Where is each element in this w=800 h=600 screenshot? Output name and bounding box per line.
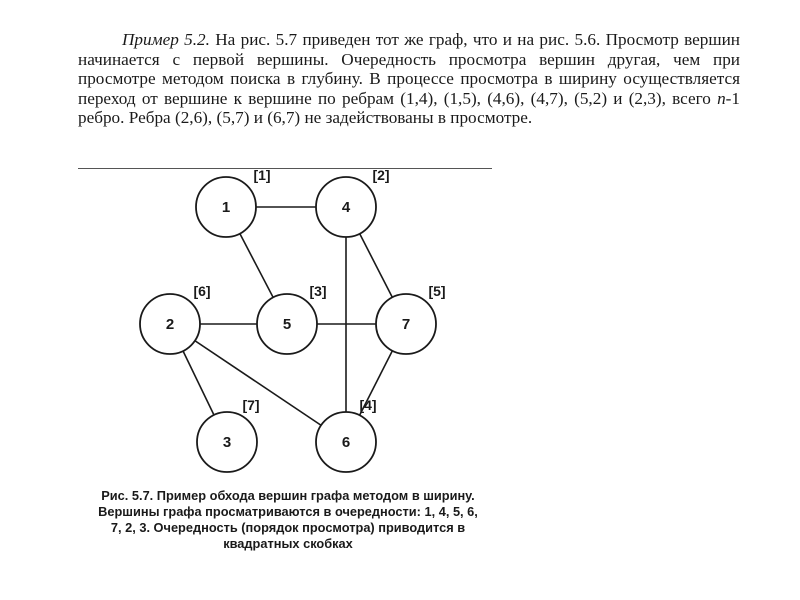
- caption-line-3: 7, 2, 3. Очередность (порядок просмотра)…: [110, 520, 466, 535]
- graph-node-3: [196, 411, 258, 473]
- graph-order-label-5: [3]: [309, 283, 326, 299]
- caption-line-4: квадратных скобках: [223, 536, 353, 551]
- paragraph-text-part2: -1 ребро. Ребра (2,6), (5,7) и (6,7) не …: [78, 88, 740, 128]
- graph-order-label-1: [1]: [253, 167, 270, 183]
- graph-node-2: [139, 293, 201, 355]
- graph-nodes: 1 4 5 6 7 2 3: [139, 176, 437, 473]
- caption-line-2: Вершины графа просматриваются в очередно…: [98, 504, 478, 519]
- caption-line-1: Рис. 5.7. Пример обхода вершин графа мет…: [101, 488, 475, 503]
- variable-n: n: [717, 88, 726, 108]
- graph-node-7: [375, 293, 437, 355]
- graph-node-1: [195, 176, 257, 238]
- paragraph-text-part1: На рис. 5.7 приведен тот же граф, что и …: [78, 30, 740, 108]
- graph-node-label-3: 3: [223, 434, 231, 451]
- graph-node-label-4: 4: [342, 199, 351, 216]
- graph-node-label-2: 2: [166, 316, 174, 333]
- figure-caption: Рис. 5.7. Пример обхода вершин графа мет…: [78, 488, 498, 552]
- graph-node-label-5: 5: [283, 316, 291, 333]
- graph-order-label-2: [6]: [193, 283, 210, 299]
- graph-node-6: [315, 411, 377, 473]
- graph-edge-2-6: [169, 323, 347, 443]
- graph-order-label-6: [4]: [359, 397, 376, 413]
- graph-node-4: [315, 176, 377, 238]
- example-label: Пример 5.2.: [122, 30, 210, 49]
- graph-node-label-1: 1: [222, 199, 230, 216]
- separator-line: [78, 168, 492, 169]
- graph-node-label-7: 7: [402, 316, 410, 333]
- body-paragraph: Пример 5.2. На рис. 5.7 приведен тот же …: [78, 30, 740, 128]
- graph-node-5: [256, 293, 318, 355]
- graph-order-label-4: [2]: [372, 167, 389, 183]
- graph-order-label-3: [7]: [242, 397, 259, 413]
- graph-order-label-7: [5]: [428, 283, 445, 299]
- graph-order-labels: [1] [2] [3] [4] [5] [6] [7]: [193, 167, 445, 413]
- graph-node-label-6: 6: [342, 434, 350, 451]
